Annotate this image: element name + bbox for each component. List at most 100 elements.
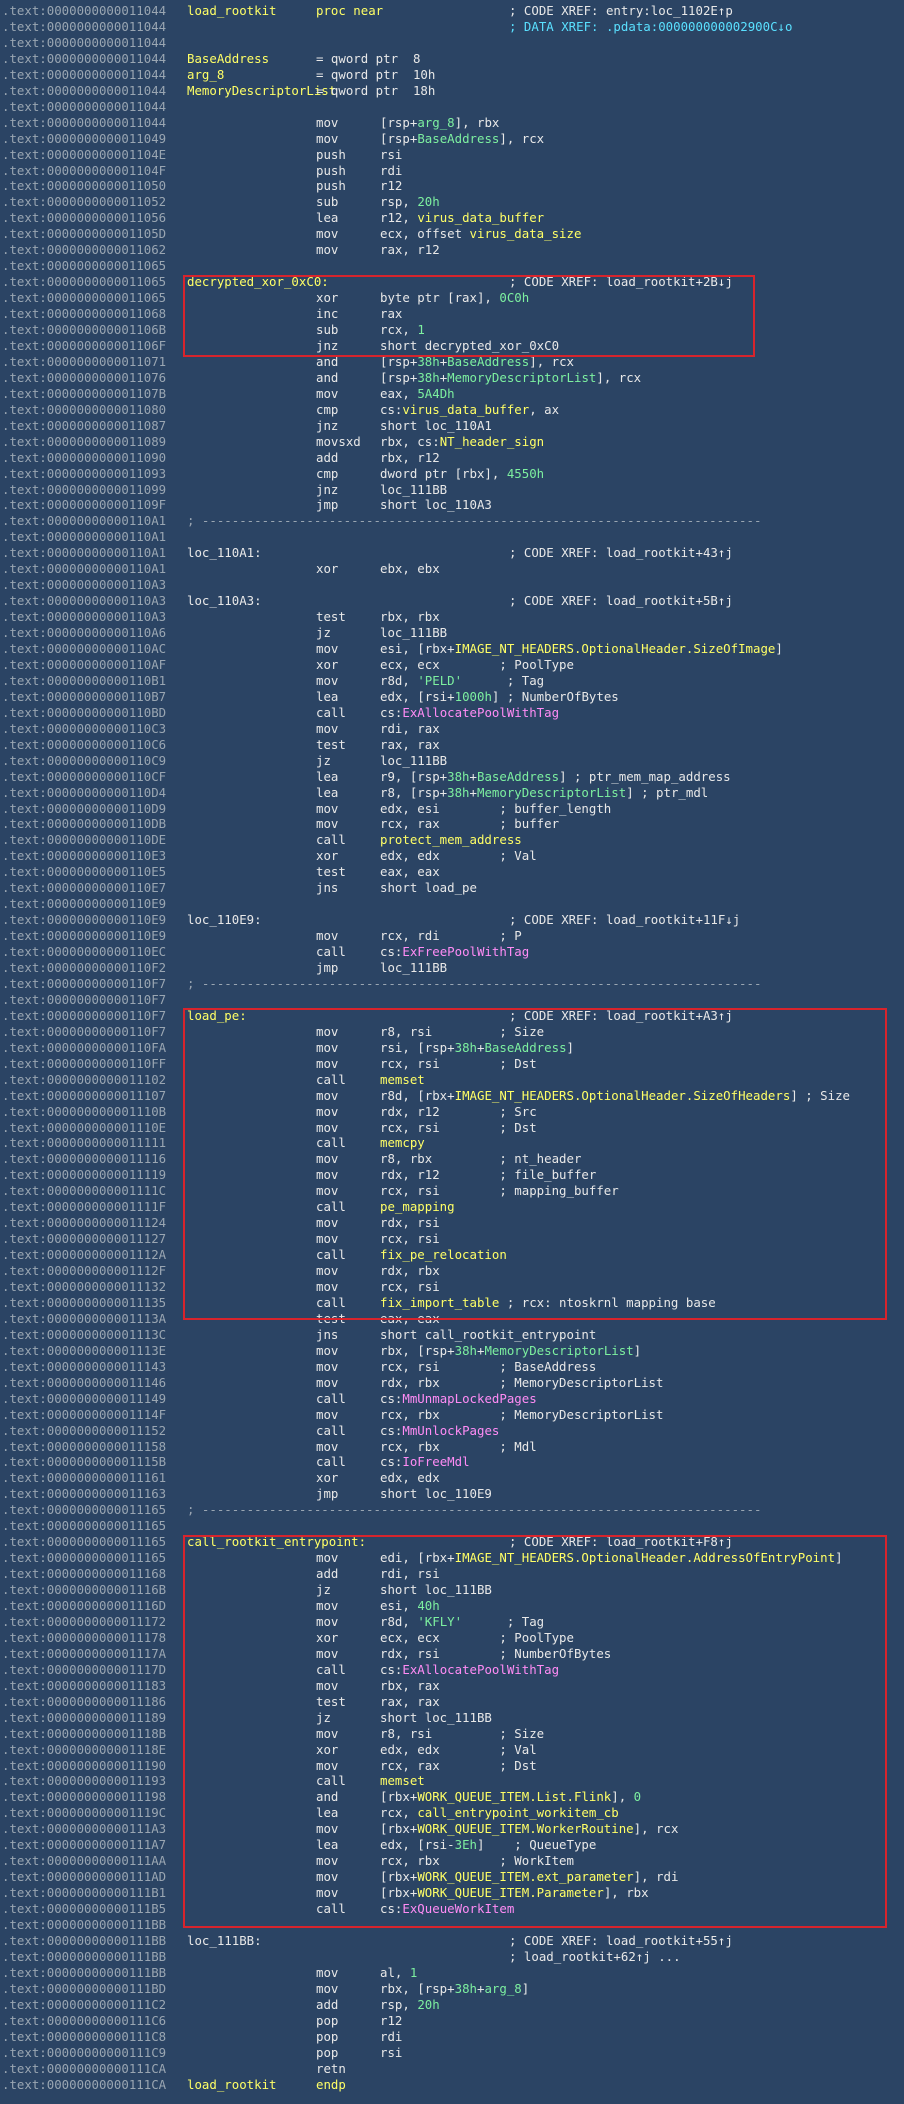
operand-symbol[interactable]: 'PELD' bbox=[417, 672, 463, 688]
operand-symbol[interactable]: IMAGE_NT_HEADERS.OptionalHeader.AddressO… bbox=[454, 1550, 836, 1566]
operand[interactable]: r8, rsi ; Size bbox=[380, 1726, 544, 1742]
operand-symbol[interactable]: BaseAddress bbox=[477, 768, 560, 784]
operand[interactable]: protect_mem_address bbox=[380, 832, 522, 848]
operand[interactable]: rdi bbox=[380, 2029, 402, 2045]
operand-symbol[interactable]: ExQueueWorkItem bbox=[402, 1901, 515, 1917]
operand[interactable]: rdi, rsi bbox=[380, 1566, 440, 1582]
operand-symbol[interactable]: MmUnlockPages bbox=[402, 1422, 500, 1438]
listing-line[interactable]: .text:00000000000110A1 bbox=[0, 529, 904, 545]
listing-line[interactable]: .text:0000000000011165 bbox=[0, 1518, 904, 1534]
operand[interactable]: rbx, [rsp+38h+MemoryDescriptorList] bbox=[380, 1343, 641, 1359]
operand[interactable]: edi, [rbx+IMAGE_NT_HEADERS.OptionalHeade… bbox=[380, 1550, 843, 1566]
operand[interactable]: rdx, r12 ; Src bbox=[380, 1104, 537, 1120]
operand-symbol[interactable]: memset bbox=[380, 1071, 425, 1087]
operand[interactable]: rax bbox=[380, 306, 402, 322]
operand[interactable]: rcx, rsi ; BaseAddress bbox=[380, 1359, 596, 1375]
operand[interactable]: cs:MmUnmapLockedPages bbox=[380, 1391, 537, 1407]
operand[interactable]: r12 bbox=[380, 2013, 402, 2029]
operand-symbol[interactable]: memcpy bbox=[380, 1135, 425, 1151]
operand-symbol[interactable]: call_entrypoint_workitem_cb bbox=[417, 1805, 619, 1821]
operand[interactable]: rsp, 20h bbox=[380, 194, 440, 210]
operand-symbol[interactable]: IMAGE_NT_HEADERS.OptionalHeader.SizeOfHe… bbox=[454, 1087, 791, 1103]
operand[interactable]: rcx, rax ; Dst bbox=[380, 1758, 537, 1774]
operand[interactable]: short loc_111BB bbox=[380, 1710, 492, 1726]
listing-line[interactable]: .text:00000000000111BB bbox=[0, 1917, 904, 1933]
operand-symbol[interactable]: virus_data_buffer bbox=[417, 210, 545, 226]
operand-symbol[interactable]: MemoryDescriptorList bbox=[447, 369, 597, 385]
operand[interactable]: [rsp+BaseAddress], rcx bbox=[380, 131, 544, 147]
code-label[interactable]: loc_110E9: bbox=[187, 912, 262, 928]
operand[interactable]: rcx, rbx ; WorkItem bbox=[380, 1853, 574, 1869]
operand[interactable]: rax, rax bbox=[380, 737, 440, 753]
operand[interactable]: r12, virus_data_buffer bbox=[380, 210, 544, 226]
operand-symbol[interactable]: 38h bbox=[454, 1039, 477, 1055]
operand[interactable]: r8, rsi ; Size bbox=[380, 1024, 544, 1040]
operand-symbol[interactable]: virus_data_buffer bbox=[402, 401, 530, 417]
operand[interactable]: rdx, rsi bbox=[380, 1215, 440, 1231]
operand-symbol[interactable]: BaseAddress bbox=[417, 130, 500, 146]
operand-symbol[interactable]: 38h bbox=[447, 784, 470, 800]
operand[interactable]: rdx, rsi ; NumberOfBytes bbox=[380, 1646, 611, 1662]
operand[interactable]: rcx, call_entrypoint_workitem_cb bbox=[380, 1805, 619, 1821]
operand[interactable]: short loc_110A1 bbox=[380, 418, 492, 434]
operand[interactable]: memset bbox=[380, 1773, 425, 1789]
operand[interactable]: ecx, ecx ; PoolType bbox=[380, 657, 574, 673]
data-label[interactable]: load_rootkit bbox=[187, 2076, 277, 2092]
listing-line[interactable]: .text:00000000000110A3 bbox=[0, 577, 904, 593]
operand[interactable]: r8d, 'PELD' ; Tag bbox=[380, 673, 544, 689]
operand-symbol[interactable]: 4550h bbox=[506, 465, 545, 481]
stack-var[interactable]: MemoryDescriptorList bbox=[187, 82, 337, 98]
operand[interactable]: rbx, rax bbox=[380, 1678, 440, 1694]
operand[interactable]: [rsp+arg_8], rbx bbox=[380, 115, 499, 131]
operand[interactable]: byte ptr [rax], 0C0h bbox=[380, 290, 529, 306]
operand-symbol[interactable]: NT_header_sign bbox=[439, 433, 545, 449]
operand[interactable]: rbx, rbx bbox=[380, 609, 440, 625]
operand-symbol[interactable]: pe_mapping bbox=[380, 1199, 455, 1215]
operand[interactable]: r8, rbx ; nt_header bbox=[380, 1151, 581, 1167]
operand[interactable]: fix_pe_relocation bbox=[380, 1247, 507, 1263]
operand-symbol[interactable]: 38h bbox=[447, 768, 470, 784]
operand[interactable]: rcx, rdi ; P bbox=[380, 928, 522, 944]
operand-symbol[interactable]: WORK_QUEUE_ITEM.WorkerRoutine bbox=[417, 1821, 634, 1837]
operand-symbol[interactable]: IoFreeMdl bbox=[402, 1454, 470, 1470]
operand[interactable]: r8d, [rbx+IMAGE_NT_HEADERS.OptionalHeade… bbox=[380, 1088, 850, 1104]
operand-symbol[interactable]: IMAGE_NT_HEADERS.OptionalHeader.SizeOfIm… bbox=[454, 641, 776, 656]
operand-symbol[interactable]: WORK_QUEUE_ITEM.Parameter bbox=[417, 1885, 604, 1901]
